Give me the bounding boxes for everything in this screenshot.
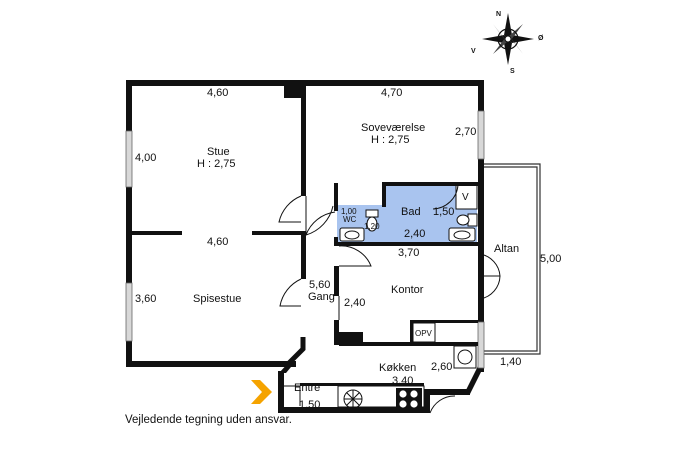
sink-icon [339, 227, 477, 369]
bad-name: Bad [401, 206, 421, 218]
koekken-width: 3,40 [392, 375, 413, 387]
entre-dim: 1,50 [299, 399, 320, 411]
opv-label: OPV [415, 329, 433, 338]
wc-dim-a: 1,00 [341, 207, 357, 216]
disclaimer-caption: Vejledende tegning uden ansvar. [125, 414, 292, 426]
stue-width: 4,60 [207, 87, 228, 99]
stove-icon [396, 388, 422, 410]
compass-rose-icon [482, 13, 534, 65]
interior-walls [132, 80, 484, 386]
kitchen-counter [337, 385, 425, 408]
opv-box [412, 322, 436, 343]
sovevaerelse-name: Soveværelse [361, 122, 425, 134]
entrance-arrow-icon [251, 380, 272, 404]
compass-o: Ø [538, 35, 544, 42]
bad-dim-a: 1,50 [433, 206, 454, 218]
kontor-name: Kontor [391, 284, 424, 296]
compass-s: S [510, 68, 515, 75]
stue-height: H : 2,75 [197, 158, 236, 170]
altan-width: 1,40 [500, 356, 521, 368]
v-label: V [462, 192, 469, 203]
windows [125, 110, 485, 369]
altan-outline [480, 163, 541, 355]
door-swing-icon [278, 184, 501, 414]
fan-icon [343, 389, 363, 409]
koekken-name: Køkken [379, 362, 416, 374]
spisestue-width: 4,60 [207, 236, 228, 248]
wc-name: WC [343, 215, 357, 224]
sovevaerelse-width: 4,70 [381, 87, 402, 99]
spisestue-name: Spisestue [193, 293, 241, 305]
kontor-width: 3,70 [398, 247, 419, 259]
stue-name: Stue [207, 146, 230, 158]
compass-n: N [496, 11, 501, 18]
altan-name: Altan [494, 243, 519, 255]
sovevaerelse-depth: 2,70 [455, 126, 476, 138]
wc-dim-b: 1,20 [364, 222, 380, 231]
gang-name: Gang [308, 291, 335, 303]
sovevaerelse-height: H : 2,75 [371, 134, 410, 146]
gang-dim: 5,60 [309, 279, 330, 291]
entre-name: Entré [294, 382, 320, 394]
altan-length: 5,00 [540, 253, 561, 265]
bad-dim-b: 2,40 [404, 228, 425, 240]
toilet-icon [365, 209, 478, 232]
stue-depth: 4,00 [135, 152, 156, 164]
spisestue-depth: 3,60 [135, 293, 156, 305]
kontor-depth: 2,40 [344, 297, 365, 309]
compass-v: V [471, 48, 476, 55]
koekken-depth: 2,60 [431, 361, 452, 373]
